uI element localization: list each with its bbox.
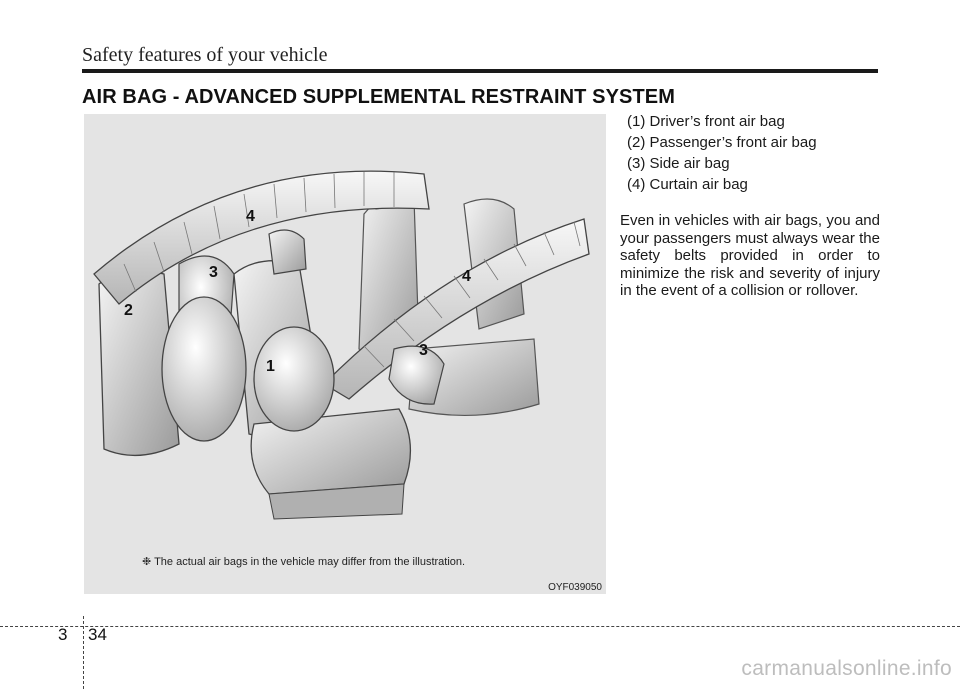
callout-label: 1 — [266, 358, 275, 375]
driver-headrest — [268, 229, 307, 275]
page-number: 34 — [88, 625, 107, 644]
side-airbag-rear — [388, 345, 445, 405]
watermark-text: carmanualsonline.info — [741, 657, 952, 680]
airbag-legend: (1) Driver’s front air bag (2) Passenger… — [627, 111, 817, 195]
passenger-front-airbag — [161, 296, 247, 442]
rear-seat-cushion — [408, 338, 540, 417]
page-header-title: Safety features of your vehicle — [82, 44, 328, 66]
callout-label: 3 — [419, 342, 428, 359]
legend-item: (2) Passenger’s front air bag — [627, 134, 817, 151]
callout-label: 2 — [124, 302, 133, 319]
section-heading: AIR BAG - ADVANCED SUPPLEMENTAL RESTRAIN… — [82, 86, 675, 108]
legend-item: (4) Curtain air bag — [627, 176, 748, 193]
legend-item: (3) Side air bag — [627, 155, 730, 172]
figure-disclaimer: ❉ The actual air bags in the vehicle may… — [142, 556, 466, 568]
driver-front-airbag — [253, 326, 335, 432]
callout-label: 4 — [246, 208, 255, 225]
legend-item: (1) Driver’s front air bag — [627, 113, 785, 130]
callout-label: 3 — [209, 264, 218, 281]
chapter-number: 3 — [58, 625, 68, 644]
footer-rule — [0, 626, 960, 627]
figure-code: OYF039050 — [548, 582, 602, 593]
footer-divider — [83, 616, 84, 689]
airbag-illustration: 4 3 2 1 4 3 ❉ The actual air bags in the… — [84, 114, 606, 594]
header-rule — [82, 69, 878, 73]
body-paragraph: Even in vehicles with air bags, you and … — [620, 212, 880, 299]
curtain-airbag-left — [93, 170, 430, 305]
airbag-drawing — [93, 170, 590, 520]
callout-label: 4 — [462, 268, 471, 285]
